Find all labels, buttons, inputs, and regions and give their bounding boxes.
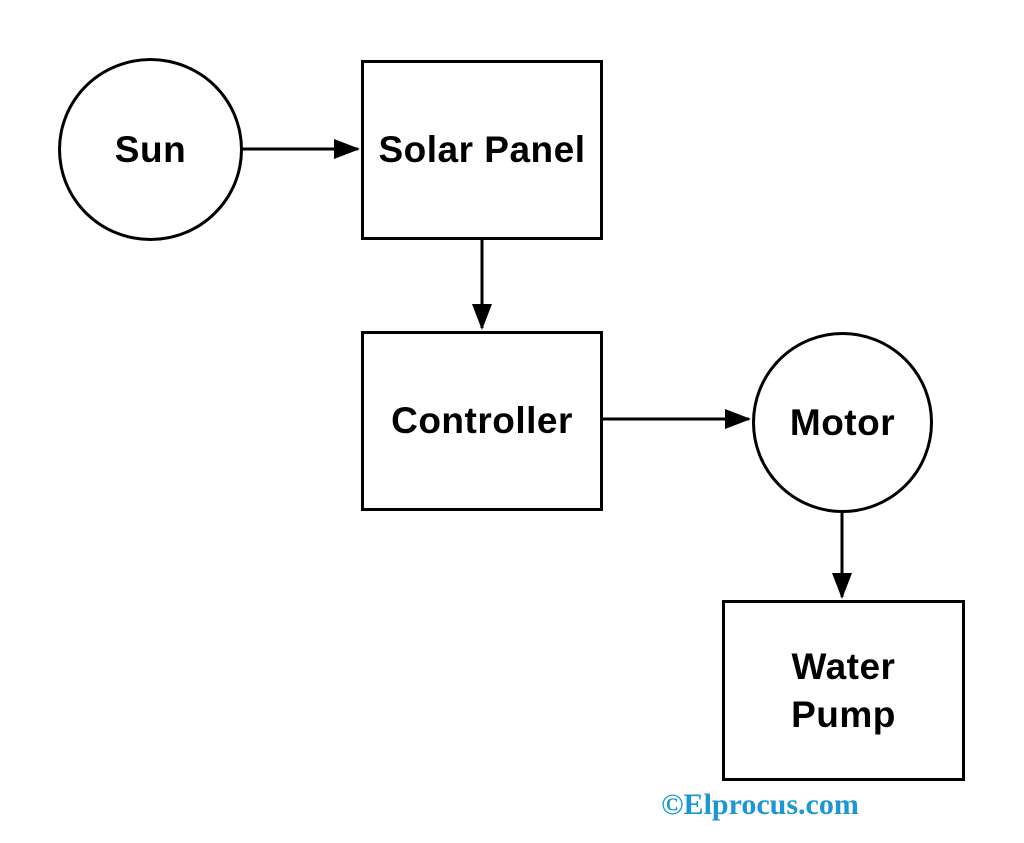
node-motor: Motor xyxy=(752,332,933,513)
node-sun: Sun xyxy=(58,58,243,241)
node-controller-label: Controller xyxy=(391,400,573,441)
node-motor-label: Motor xyxy=(789,401,896,443)
node-controller: Controller xyxy=(361,331,603,511)
node-water-pump-label: Water Pump xyxy=(791,646,896,735)
node-sun-label: Sun xyxy=(114,128,187,170)
node-solar-panel: Solar Panel xyxy=(361,60,603,240)
node-solar-panel-label: Solar Panel xyxy=(378,129,586,170)
node-water-pump: Water Pump xyxy=(722,600,965,781)
watermark-elprocus: ©Elprocus.com xyxy=(661,788,859,821)
